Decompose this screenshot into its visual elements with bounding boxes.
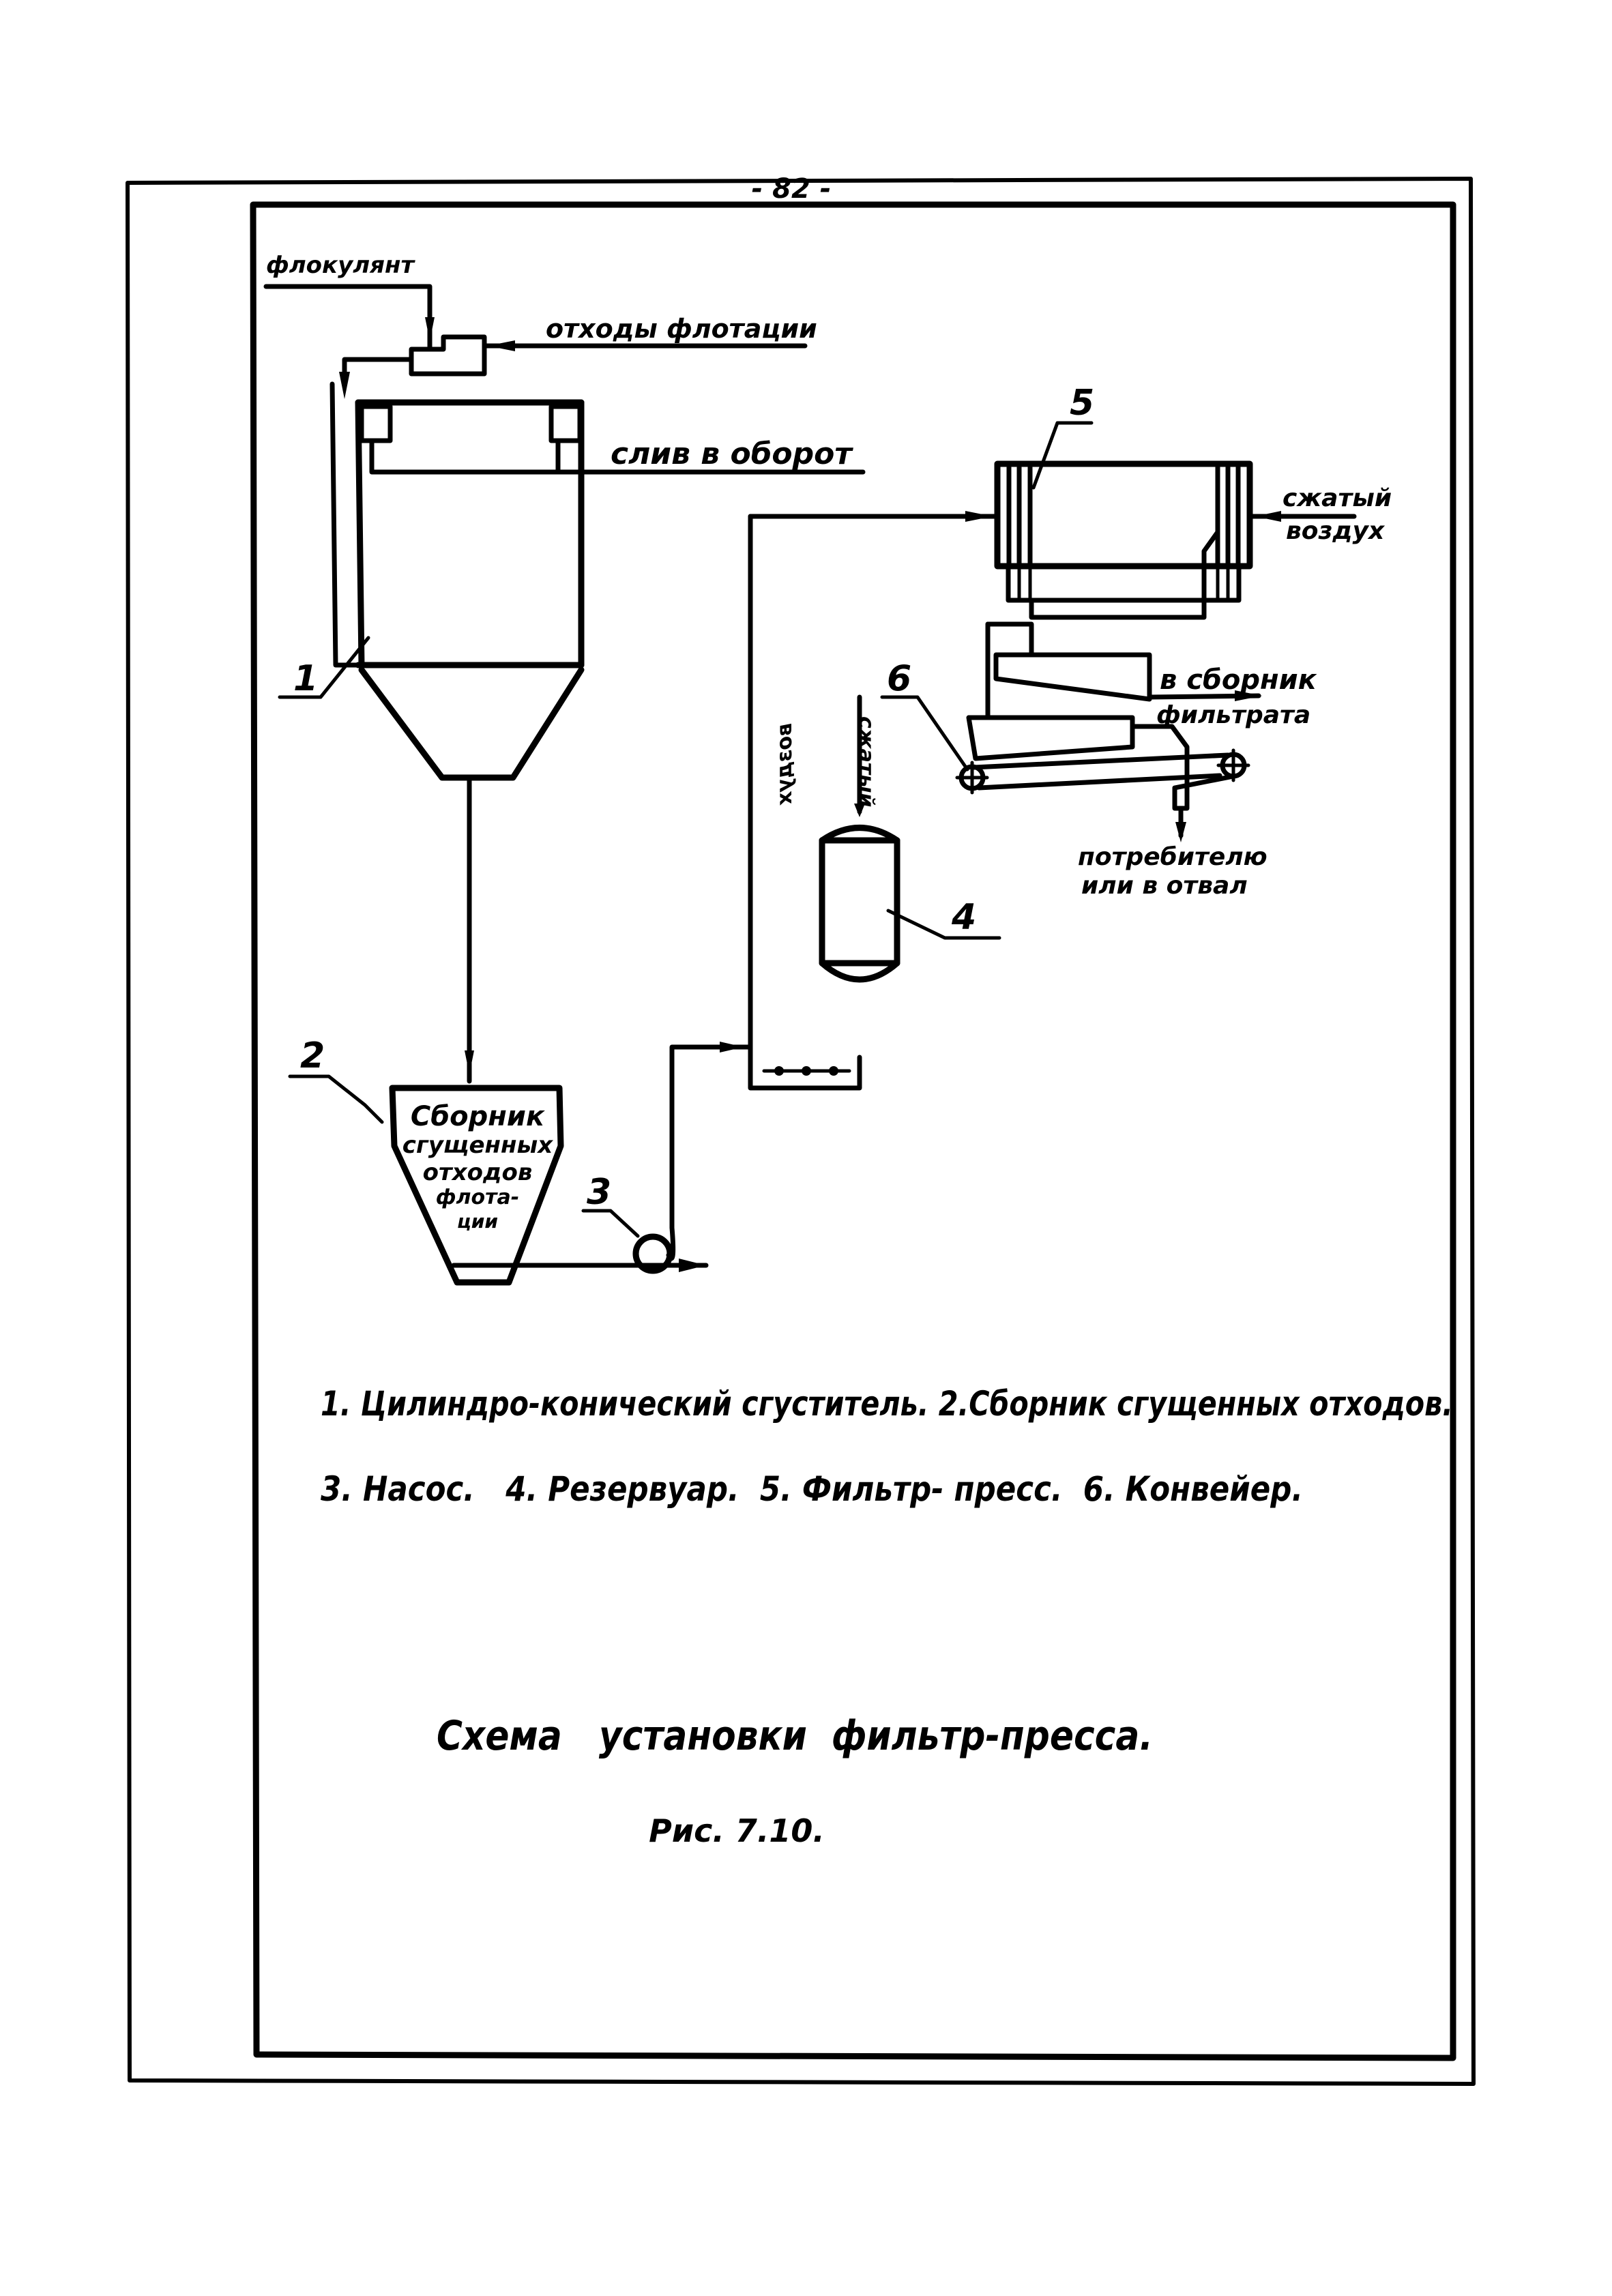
label-overflow: слив в оборот [611, 437, 853, 471]
legend-line-1: 1. Цилиндро-конический сгуститель. 2.Сбо… [321, 1384, 1453, 1424]
label-to-filtrate-collector-2: фильтрата [1156, 701, 1310, 729]
callout-3-leader [581, 1209, 640, 1238]
label-compressed-air-top-2: воздух [1286, 517, 1386, 545]
callout-2: 2 [300, 1035, 325, 1076]
collector-text-line5: ции [457, 1210, 498, 1233]
callout-4: 4 [951, 897, 976, 938]
conveyor [955, 715, 1250, 842]
callout-1-leader [278, 636, 370, 699]
callout-3: 3 [587, 1172, 611, 1213]
arrow-right-icon [1235, 690, 1262, 701]
arrow-right-icon [679, 1259, 706, 1272]
callout-6-leader [880, 695, 969, 771]
inner-frame [250, 201, 1456, 2061]
label-compressed-air-vertical-1: сжатый [854, 716, 878, 807]
callout-5-leader [1031, 421, 1094, 490]
page-number: - 82 - [752, 173, 832, 205]
collector-text-line4: флота- [436, 1186, 519, 1209]
arrow-left-icon [1255, 511, 1281, 522]
thickener [329, 357, 866, 781]
caption-figure: Рис. 7.10. [649, 1812, 825, 1849]
arrow-down-icon [854, 804, 865, 817]
label-flotation-waste: отходы флотации [546, 314, 817, 344]
arrow-right-icon [720, 1042, 744, 1053]
label-compressed-air-vertical-2: воздух [773, 723, 797, 806]
arrow-right-icon [965, 511, 993, 522]
collector-text-line2: сгущенных [402, 1132, 553, 1159]
label-flocculant: флокулянт [266, 252, 415, 279]
callout-6: 6 [887, 658, 911, 699]
collector-text-line3: отходов [423, 1159, 533, 1186]
label-compressed-air-top-1: сжатый [1283, 484, 1392, 512]
valve-dot [829, 1066, 838, 1076]
valve-dot [774, 1066, 784, 1076]
collector: Сборник сгущенных отходов флота- ции [389, 1085, 564, 1286]
pump [632, 1044, 753, 1274]
arrow-left-icon [488, 340, 515, 351]
callout-5: 5 [1070, 383, 1094, 424]
label-to-filtrate-collector-1: в сборник [1160, 664, 1317, 696]
outer-frame [126, 177, 1476, 2086]
callout-4-leader [886, 909, 1001, 940]
arrow-down-icon [425, 317, 435, 341]
caption-title: Схема установки фильтр-пресса. [437, 1712, 1153, 1760]
filter-press [985, 460, 1253, 719]
filtrate-tray [993, 652, 1262, 702]
label-to-consumer-2: или в отвал [1081, 872, 1248, 900]
callout-1: 1 [293, 658, 318, 699]
arrow-down-icon [1175, 822, 1186, 842]
valve-dot [802, 1066, 811, 1076]
pipe-riser [748, 514, 862, 1091]
arrow-down-icon [339, 372, 350, 399]
reservoir [819, 694, 900, 983]
label-to-consumer-1: потребителю [1078, 843, 1267, 871]
collector-text-line1: Сборник [411, 1101, 545, 1132]
label-compressed-air-vertical: сжатый воздух [773, 716, 878, 807]
callout-2-leader [288, 1074, 384, 1124]
arrow-down-icon [465, 1050, 474, 1074]
legend-line-2: 3. Насос. 4. Резервуар. 5. Фильтр- пресс… [321, 1469, 1303, 1509]
mixer [263, 284, 808, 377]
